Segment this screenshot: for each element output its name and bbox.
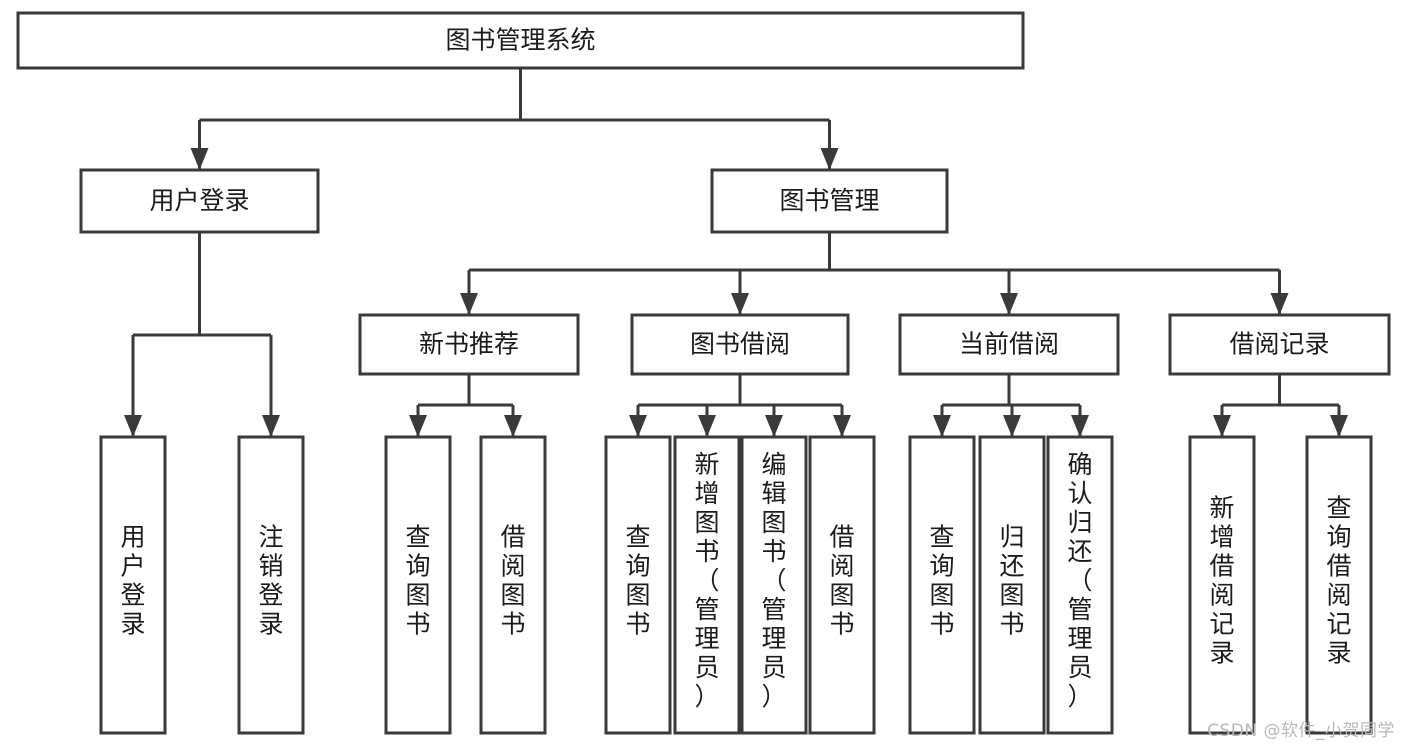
leaf-node-10-box[interactable] (1046, 435, 1114, 735)
level3-node-1-label: 图书借阅 (690, 330, 790, 359)
arrow-head-icon (1213, 415, 1231, 437)
leaf-node-9-label: 归还图书 (999, 523, 1024, 639)
leaf-node-9-box[interactable] (978, 435, 1046, 735)
root-node-system-box[interactable] (16, 11, 1025, 70)
leaf-node-12[interactable]: 查询借阅记录 (1305, 435, 1373, 735)
arrow-head-icon (124, 415, 142, 437)
leaf-node-10[interactable]: 确认归还（管理员） (1046, 435, 1114, 735)
leaf-node-6[interactable]: 编辑图书（管理员） (740, 435, 808, 735)
leaf-node-3-label: 借阅图书 (500, 523, 525, 639)
leaf-node-6-label: 编辑图书（管理员） (761, 450, 786, 711)
level3-node-3-box[interactable] (1168, 313, 1391, 376)
arrow-head-icon (731, 293, 749, 315)
level2-node-0-label: 用户登录 (149, 186, 249, 215)
leaf-node-6-box[interactable] (740, 435, 808, 735)
arrow-head-icon (1330, 415, 1348, 437)
level2-node-0[interactable]: 用户登录 (79, 168, 320, 234)
arrow-head-icon (1003, 415, 1021, 437)
arrow-head-icon (262, 415, 280, 437)
arrow-head-icon (1000, 293, 1018, 315)
leaf-node-5-label: 新增图书（管理员） (694, 450, 719, 711)
arrow-head-icon (820, 148, 839, 170)
root-node-system[interactable]: 图书管理系统 (16, 11, 1025, 70)
arrow-head-icon (698, 415, 716, 437)
level3-node-2[interactable]: 当前借阅 (898, 313, 1120, 376)
leaf-node-5-box[interactable] (673, 435, 741, 735)
leaf-node-1[interactable]: 注销登录 (237, 435, 305, 735)
arrow-head-icon (504, 415, 522, 437)
leaf-node-9[interactable]: 归还图书 (978, 435, 1046, 735)
leaf-node-0-box[interactable] (99, 435, 167, 735)
leaf-node-12-label: 查询借阅记录 (1326, 494, 1351, 668)
leaf-node-8-box[interactable] (908, 435, 976, 735)
leaf-node-2-box[interactable] (384, 435, 452, 735)
leaf-node-1-label: 注销登录 (258, 523, 283, 639)
leaf-node-0[interactable]: 用户登录 (99, 435, 167, 735)
leaf-node-4-box[interactable] (604, 435, 672, 735)
leaf-node-8-label: 查询图书 (929, 523, 954, 639)
arrow-head-icon (460, 293, 478, 315)
level2-node-1-label: 图书管理 (779, 186, 879, 215)
leaf-node-4[interactable]: 查询图书 (604, 435, 672, 735)
leaf-node-2-label: 查询图书 (405, 523, 430, 639)
leaf-node-11-box[interactable] (1188, 435, 1256, 735)
arrow-head-icon (833, 415, 851, 437)
level3-node-2-box[interactable] (898, 313, 1120, 376)
node-layer: 图书管理系统用户登录图书管理新书推荐图书借阅当前借阅借阅记录用户登录注销登录查询… (16, 11, 1391, 735)
leaf-node-11-label: 新增借阅记录 (1209, 494, 1234, 668)
level3-node-2-label: 当前借阅 (959, 330, 1059, 359)
level3-node-1[interactable]: 图书借阅 (630, 313, 850, 376)
level2-node-1[interactable]: 图书管理 (710, 168, 949, 234)
leaf-node-2[interactable]: 查询图书 (384, 435, 452, 735)
level3-node-1-box[interactable] (630, 313, 850, 376)
level2-node-1-box[interactable] (710, 168, 949, 234)
leaf-node-10-label: 确认归还（管理员） (1067, 450, 1092, 711)
arrow-head-icon (765, 415, 783, 437)
arrow-head-icon (629, 415, 647, 437)
leaf-node-8[interactable]: 查询图书 (908, 435, 976, 735)
leaf-node-3-box[interactable] (479, 435, 547, 735)
arrow-head-icon (933, 415, 951, 437)
leaf-node-5[interactable]: 新增图书（管理员） (673, 435, 741, 735)
leaf-node-0-label: 用户登录 (120, 523, 145, 639)
leaf-node-12-box[interactable] (1305, 435, 1373, 735)
arrow-head-icon (190, 148, 209, 170)
level2-node-0-box[interactable] (79, 168, 320, 234)
level3-node-3-label: 借阅记录 (1229, 330, 1329, 359)
watermark-text: CSDN @软件_小贺同学 (1207, 721, 1395, 741)
leaf-node-1-box[interactable] (237, 435, 305, 735)
leaf-node-4-label: 查询图书 (625, 523, 650, 639)
connector-layer (124, 68, 1348, 437)
arrow-head-icon (409, 415, 427, 437)
root-node-system-label: 图书管理系统 (445, 26, 595, 55)
level3-node-0-box[interactable] (358, 313, 580, 376)
level3-node-0[interactable]: 新书推荐 (358, 313, 580, 376)
leaf-node-7-box[interactable] (808, 435, 876, 735)
arrow-head-icon (1270, 293, 1289, 315)
level3-node-3[interactable]: 借阅记录 (1168, 313, 1391, 376)
level3-node-0-label: 新书推荐 (419, 330, 519, 359)
leaf-node-11[interactable]: 新增借阅记录 (1188, 435, 1256, 735)
arrow-head-icon (1071, 415, 1089, 437)
leaf-node-7[interactable]: 借阅图书 (808, 435, 876, 735)
leaf-node-3[interactable]: 借阅图书 (479, 435, 547, 735)
leaf-node-7-label: 借阅图书 (829, 523, 854, 639)
